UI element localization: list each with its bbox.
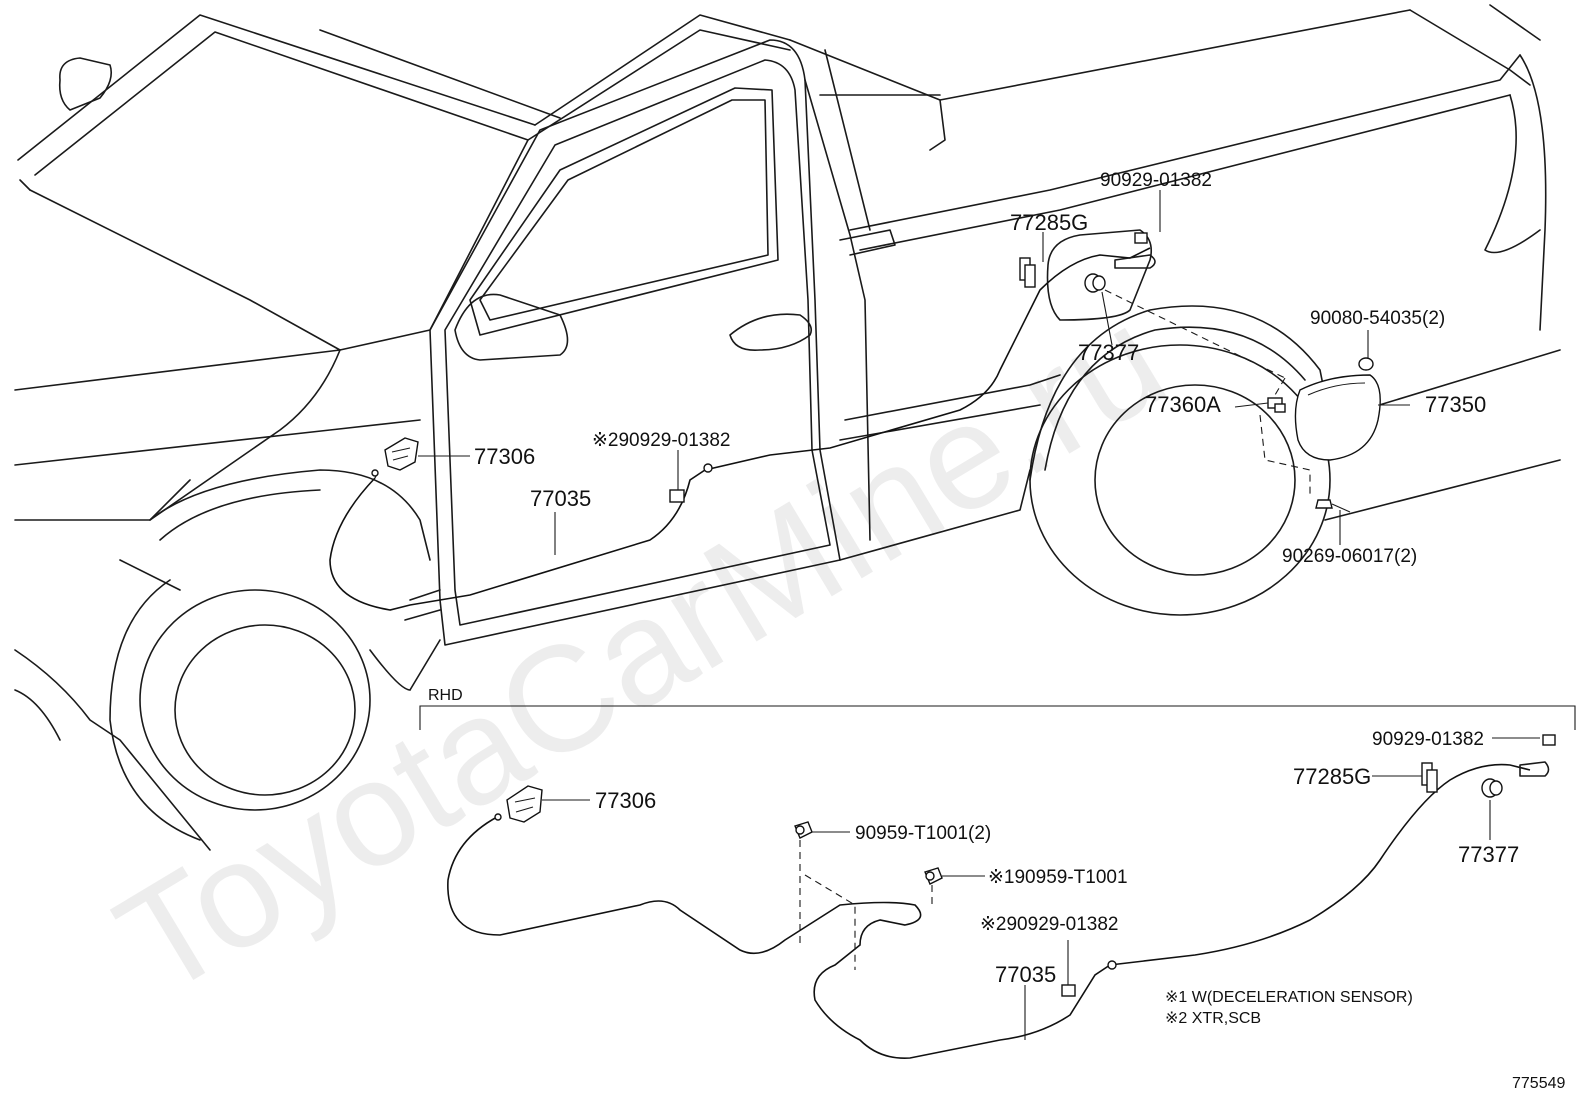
part-77377-top [1084, 273, 1106, 293]
label-90929-01382-rhd: 90929-01382 [1372, 729, 1484, 750]
part-77285g-top [1019, 257, 1036, 288]
label-x1-90959-t1001-rhd: ※190959-T1001 [988, 867, 1128, 888]
label-x2-90929-01382-top: ※290929-01382 [592, 430, 730, 451]
label-77377-rhd: 77377 [1458, 842, 1519, 867]
clip-90929-rhd [1542, 734, 1556, 746]
label-77035-rhd: 77035 [995, 962, 1056, 987]
cable-77035-rhd [447, 763, 1531, 1059]
part-77377-rhd [1481, 778, 1503, 798]
label-77306-top: 77306 [474, 444, 535, 469]
clip-90929-x2-rhd [1061, 984, 1076, 997]
label-x2-90929-01382-rhd: ※290929-01382 [980, 914, 1118, 935]
label-90959-t1001-rhd: 90959-T1001(2) [855, 823, 991, 844]
clip-90959-x1-rhd [924, 867, 943, 885]
label-77306-rhd: 77306 [595, 788, 656, 813]
screw-90269 [1315, 499, 1351, 513]
note-2: ※2 XTR,SCB [1165, 1010, 1261, 1027]
label-77360a: 77360A [1145, 392, 1221, 417]
clip-90929-x2-top [669, 489, 685, 503]
upper-labels: 90929-01382 77285G 77377 90080-54035(2) … [474, 170, 1486, 567]
label-77285g-rhd: 77285G [1293, 764, 1371, 789]
lever-77306-rhd [506, 785, 543, 823]
fuel-lid-dash-lines [1104, 289, 1311, 495]
rhd-labels: 77306 90959-T1001(2) ※190959-T1001 ※2909… [595, 729, 1519, 987]
footnotes: ※1 W(DECELERATION SENSOR) ※2 XTR,SCB [1165, 989, 1413, 1027]
lever-77306-top [384, 437, 419, 471]
label-77285g-top: 77285G [1010, 210, 1088, 235]
clip-90929-top [1134, 232, 1148, 244]
upper-cable-assembly [329, 247, 1156, 611]
rhd-leaders [542, 737, 1540, 1040]
vehicle-body [14, 4, 1561, 851]
rhd-section-frame: RHD [419, 687, 1576, 730]
label-77035-top: 77035 [530, 486, 591, 511]
note-1: ※1 W(DECELERATION SENSOR) [1165, 989, 1413, 1006]
label-77350: 77350 [1425, 392, 1486, 417]
fuel-lid-77350 [1294, 374, 1381, 461]
clip-90959-rhd [794, 821, 813, 839]
cable-77035-upper [329, 247, 1151, 611]
label-90080-54035: 90080-54035(2) [1310, 308, 1445, 329]
rhd-label: RHD [428, 687, 463, 704]
label-90929-01382-top: 90929-01382 [1100, 170, 1212, 191]
grommet-90080 [1358, 357, 1374, 371]
hinge-77360a [1267, 397, 1286, 413]
figure-number: 775549 [1512, 1075, 1565, 1092]
rhd-dash-lines [799, 840, 933, 970]
part-77285g-rhd [1421, 762, 1438, 793]
label-90269-06017: 90269-06017(2) [1282, 546, 1417, 567]
rhd-cable-assembly [447, 761, 1550, 1059]
upper-leaders [418, 190, 1410, 555]
label-77377-top: 77377 [1078, 340, 1139, 365]
